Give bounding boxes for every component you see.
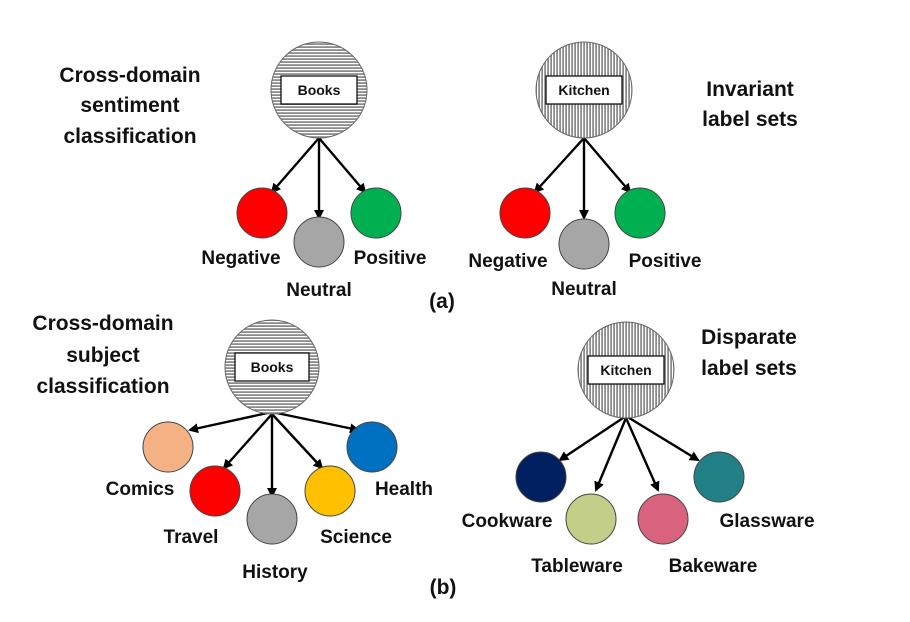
- heading-line: Invariant: [706, 78, 794, 101]
- root-label: Books: [251, 359, 294, 375]
- tree-kitchen-sentiment: Kitchen Negative Neutral Positive: [468, 41, 702, 300]
- leaf-label: Negative: [468, 251, 547, 272]
- tree-kitchen-subject: Kitchen Cookware Tableware Bakeware Glas…: [462, 321, 815, 577]
- leaf-label: Health: [375, 479, 433, 500]
- root-label: Books: [298, 82, 341, 98]
- leaf-label: Bakeware: [669, 556, 758, 577]
- tree-edge: [270, 137, 320, 194]
- heading-line: subject: [66, 344, 140, 367]
- panel-a: Cross-domain sentiment classification In…: [59, 41, 798, 313]
- heading-line: label sets: [702, 108, 798, 131]
- leaf-science: [304, 465, 356, 517]
- leaf-label: Neutral: [286, 280, 351, 301]
- tree-edge: [271, 410, 360, 434]
- leaf-label: Negative: [201, 248, 280, 269]
- leaf-negative: [236, 187, 288, 239]
- leaf-comics: [142, 421, 194, 473]
- leaf-positive: [350, 187, 402, 239]
- leaf-label: Positive: [354, 248, 427, 269]
- tree-edge: [222, 413, 273, 470]
- leaf-label: History: [242, 562, 308, 583]
- tree-books-sentiment: Books Negative Neutral Positive: [201, 41, 427, 301]
- leaf-cookware: [515, 451, 567, 503]
- leaf-travel: [189, 465, 241, 517]
- heading-line: label sets: [701, 357, 797, 380]
- tree-edge: [271, 413, 324, 470]
- leaf-history: [246, 493, 298, 545]
- heading-line: Cross-domain: [59, 64, 200, 87]
- leaf-neutral: [293, 216, 345, 268]
- leaf-label: Comics: [106, 479, 175, 500]
- leaf-glassware: [693, 451, 745, 503]
- tree-edge: [583, 137, 632, 194]
- leaf-negative: [499, 187, 551, 239]
- root-label: Kitchen: [558, 82, 609, 98]
- leaf-label: Tableware: [531, 556, 623, 577]
- leaf-bakeware: [637, 493, 689, 545]
- heading-line: classification: [63, 125, 196, 148]
- heading-line: sentiment: [80, 94, 179, 117]
- leaf-label: Positive: [629, 251, 702, 272]
- tree-edge: [533, 137, 585, 194]
- caption-a: (a): [429, 290, 455, 313]
- tree-edge: [188, 410, 273, 434]
- tree-edge: [318, 137, 367, 194]
- leaf-positive: [614, 187, 666, 239]
- root-label-box: [587, 355, 665, 385]
- tree-books-subject: Books Comics Travel History Science Heal…: [106, 319, 433, 583]
- heading-line: classification: [36, 375, 169, 398]
- root-label-box: [280, 75, 358, 105]
- leaf-health: [346, 421, 398, 473]
- caption-b: (b): [430, 576, 457, 599]
- tree-edge: [558, 415, 627, 462]
- leaf-label: Glassware: [719, 511, 814, 532]
- leaf-label: Cookware: [462, 511, 553, 532]
- leaf-tableware: [565, 493, 617, 545]
- root-label-box: [234, 352, 310, 382]
- root-label: Kitchen: [600, 362, 651, 378]
- leaf-label: Science: [320, 527, 392, 548]
- panel-b: Cross-domain subject classification Disp…: [32, 312, 814, 599]
- heading-line: Cross-domain: [32, 312, 173, 335]
- leaf-label: Travel: [164, 527, 219, 548]
- leaf-label: Neutral: [551, 279, 616, 300]
- tree-edge: [594, 417, 628, 492]
- tree-edge: [625, 414, 700, 462]
- root-label-box: [545, 75, 623, 105]
- tree-edge: [624, 417, 660, 492]
- leaf-neutral: [558, 218, 610, 270]
- heading-line: Disparate: [701, 326, 797, 349]
